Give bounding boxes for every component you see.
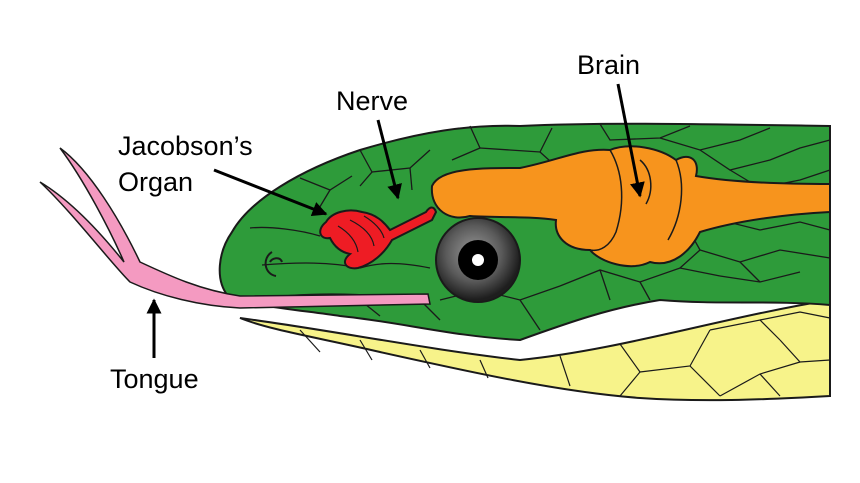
jacobsons-organ-label-line2: Organ — [118, 167, 194, 197]
scale-lines — [249, 123, 831, 331]
brain — [430, 145, 831, 267]
nerve-label: Nerve — [336, 86, 409, 116]
organ-pointer — [213, 168, 328, 217]
brain-pointer — [616, 83, 645, 198]
jacobsons-organ-label-line1: Jacobson’s — [118, 131, 253, 161]
tongue — [39, 147, 431, 309]
tongue-label: Tongue — [110, 364, 199, 394]
nerve-pointer — [376, 119, 402, 200]
belly-scale-lines — [299, 311, 831, 397]
organ-ridges — [337, 215, 385, 253]
brain-label: Brain — [577, 50, 641, 80]
eye-highlight — [472, 254, 484, 266]
brain-folds — [589, 149, 683, 252]
jacobsons-organ — [319, 206, 438, 270]
belly-scales — [239, 298, 831, 402]
nostril — [264, 251, 283, 277]
pointer-lines — [146, 83, 645, 358]
